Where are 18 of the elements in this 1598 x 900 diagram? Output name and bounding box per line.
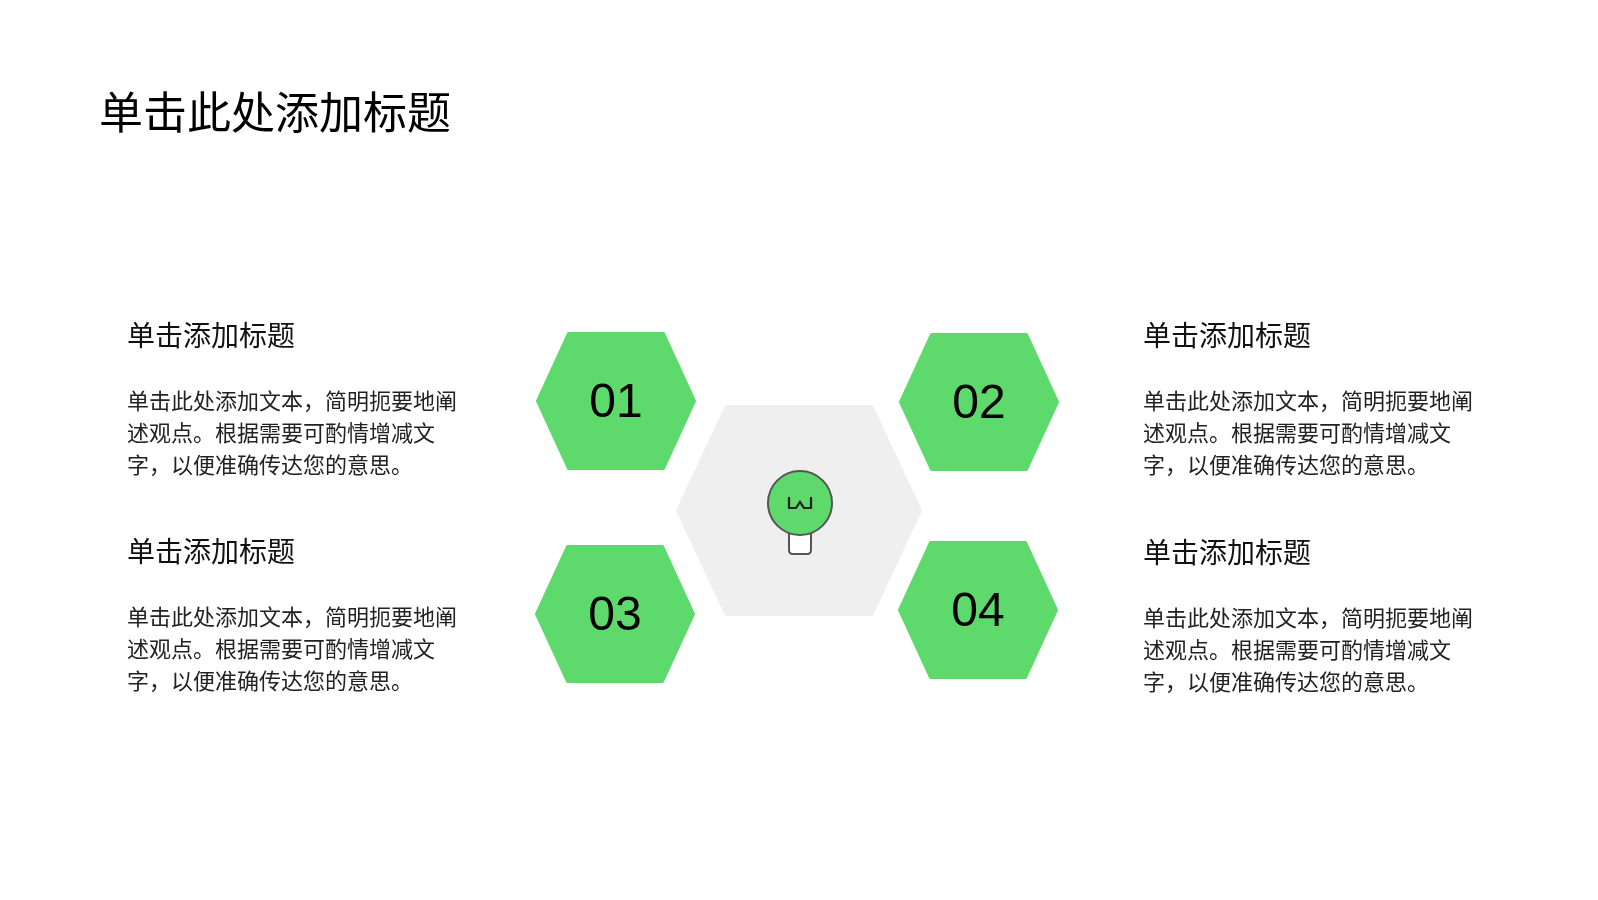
- step-number: 02: [952, 378, 1006, 426]
- item-heading: 单击添加标题: [1143, 320, 1311, 354]
- item-heading: 单击添加标题: [127, 536, 295, 570]
- center-hexagon: [676, 405, 922, 616]
- step-number: 03: [588, 590, 642, 638]
- item-description: 单击此处添加文本，简明扼要地阐述观点。根据需要可酌情增减文字，以便准确传达您的意思。: [1143, 605, 1474, 697]
- item-heading: 单击添加标题: [127, 320, 295, 354]
- item-description: 单击此处添加文本，简明扼要地阐述观点。根据需要可酌情增减文字，以便准确传达您的意思。: [1143, 388, 1474, 480]
- numbered-hexagon: [536, 332, 696, 470]
- step-number: 04: [951, 586, 1005, 634]
- item-description: 单击此处添加文本，简明扼要地阐述观点。根据需要可酌情增减文字，以便准确传达您的意思。: [127, 388, 458, 480]
- item-heading: 单击添加标题: [1143, 537, 1311, 571]
- numbered-hexagon: [898, 541, 1058, 679]
- numbered-hexagon: [535, 545, 695, 683]
- item-description: 单击此处添加文本，简明扼要地阐述观点。根据需要可酌情增减文字，以便准确传达您的意思。: [127, 604, 458, 696]
- numbered-hexagon: [899, 333, 1059, 471]
- slide-title: 单击此处添加标题: [99, 88, 451, 140]
- step-number: 01: [589, 377, 643, 425]
